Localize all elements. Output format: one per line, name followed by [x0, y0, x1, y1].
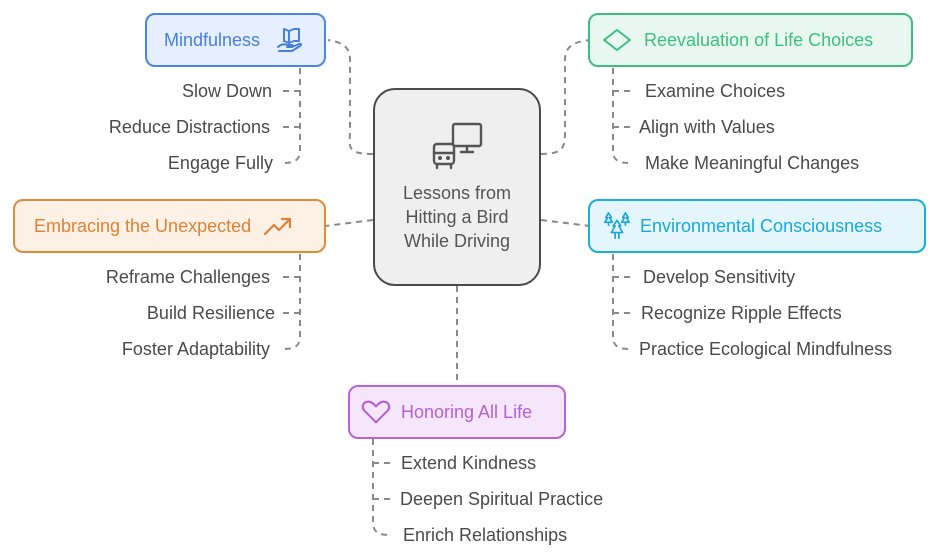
bus-monitor-icon — [431, 122, 483, 175]
connector-mindfulness-children — [282, 68, 301, 164]
leaf-align-with-values[interactable]: Align with Values — [639, 117, 775, 137]
diamond-icon — [602, 25, 632, 55]
trending-up-icon — [263, 211, 293, 241]
leaf-build-resilience[interactable]: Build Resilience — [146, 303, 275, 323]
connector-center-environment — [540, 219, 591, 227]
branch-mindfulness[interactable]: Mindfulness — [145, 13, 326, 67]
leaf-reframe-challenges[interactable]: Reframe Challenges — [105, 267, 270, 287]
leaf-slow-down[interactable]: Slow Down — [181, 81, 272, 101]
connector-center-mindfulness — [327, 39, 374, 155]
branch-label: Honoring All Life — [401, 401, 533, 422]
leaf-extend-kindness[interactable]: Extend Kindness — [401, 453, 537, 473]
central-topic-node[interactable]: Lessons from Hitting a Bird While Drivin… — [373, 88, 541, 286]
connector-reevaluation-children — [612, 68, 631, 164]
connector-center-reevaluation — [540, 39, 591, 155]
branch-unexpected[interactable]: Embracing the Unexpected — [13, 199, 326, 253]
leaf-reduce-distractions[interactable]: Reduce Distractions — [108, 117, 270, 137]
connector-unexpected-children — [282, 254, 301, 350]
branch-label: Reevaluation of Life Choices — [644, 29, 874, 50]
leaf-recognize-ripple-effects[interactable]: Recognize Ripple Effects — [641, 303, 842, 323]
branch-label: Environmental Consciousness — [640, 215, 883, 236]
branch-environment[interactable]: Environmental Consciousness — [588, 199, 926, 253]
leaf-enrich-relationships[interactable]: Enrich Relationships — [403, 525, 568, 545]
leaf-engage-fully[interactable]: Engage Fully — [167, 153, 273, 173]
leaf-practice-ecological-mindfulness[interactable]: Practice Ecological Mindfulness — [639, 339, 893, 359]
leaf-develop-sensitivity[interactable]: Develop Sensitivity — [643, 267, 796, 287]
heart-icon — [361, 397, 391, 427]
leaf-deepen-spiritual-practice[interactable]: Deepen Spiritual Practice — [400, 489, 604, 509]
branch-reevaluation[interactable]: Reevaluation of Life Choices — [588, 13, 913, 67]
leaf-make-meaningful-changes[interactable]: Make Meaningful Changes — [645, 153, 860, 173]
connector-environment-children — [612, 254, 631, 350]
connector-center-unexpected — [324, 219, 374, 227]
leaf-foster-adaptability[interactable]: Foster Adaptability — [121, 339, 270, 359]
branch-label: Embracing the Unexpected — [34, 215, 252, 236]
book-in-hand-icon — [274, 25, 304, 55]
central-topic-title: Lessons from Hitting a Bird While Drivin… — [402, 182, 512, 251]
leaf-examine-choices[interactable]: Examine Choices — [645, 81, 786, 101]
connector-honoring-children — [372, 439, 391, 536]
branch-label: Mindfulness — [164, 29, 261, 50]
trees-icon — [602, 211, 632, 241]
branch-honoring[interactable]: Honoring All Life — [348, 385, 566, 439]
